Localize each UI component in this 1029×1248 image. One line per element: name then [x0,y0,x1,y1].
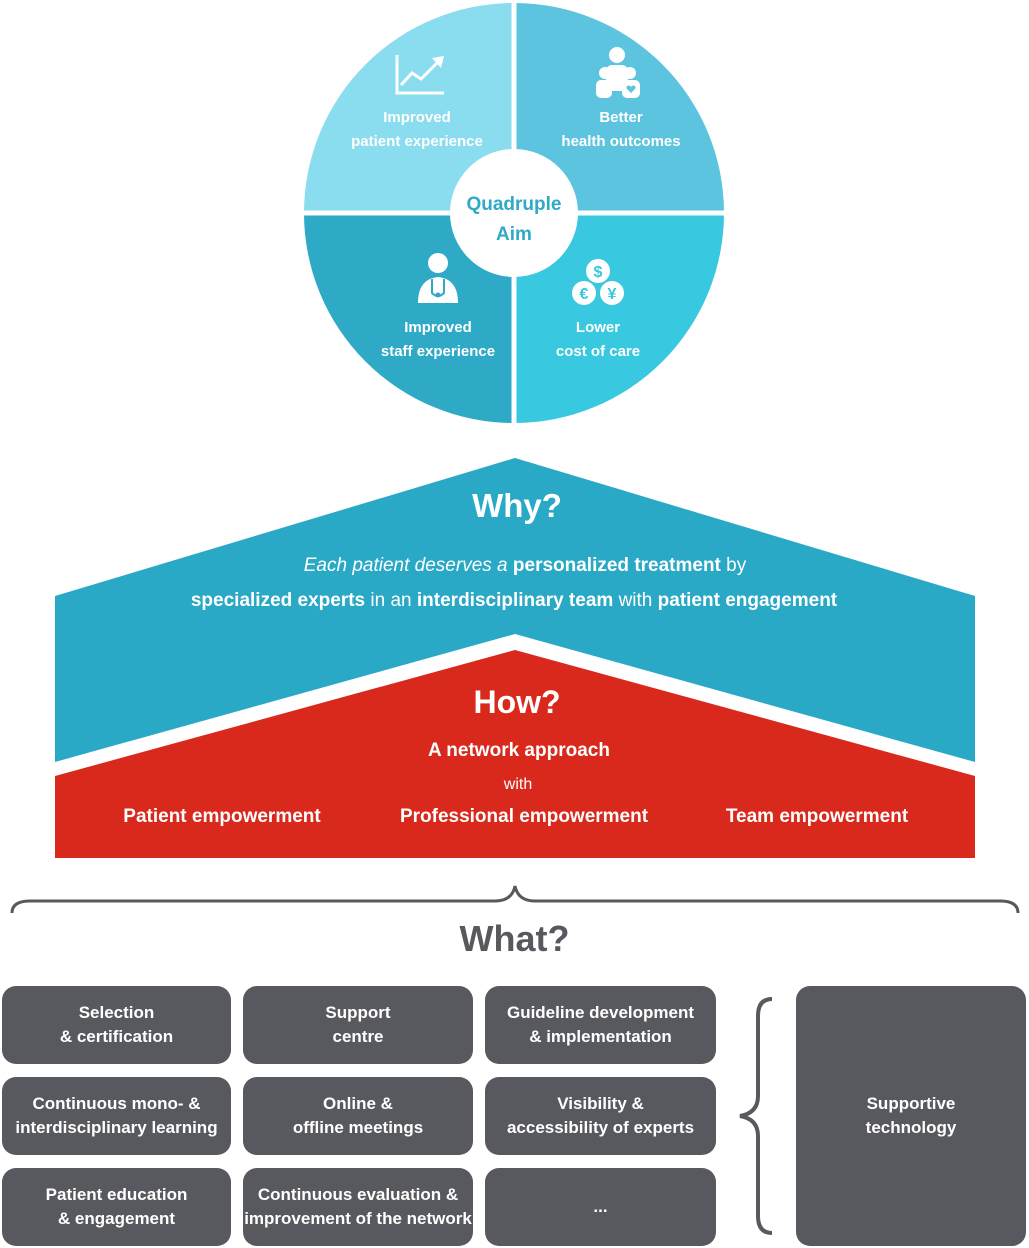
quadrant-tr-line1: Better [599,109,643,126]
why-line2-part3: interdisciplinary team [417,590,613,611]
what-item-line: accessibility of experts [506,1118,695,1137]
what-item-patient-education: Patient education & engagement [2,1168,231,1246]
what-item-line: centre [332,1027,384,1046]
why-line2-part2: in an [365,590,417,611]
pillar-patient-empowerment: Patient empowerment [123,806,321,827]
why-line2-part1: specialized experts [191,590,365,611]
quadrant-br-line2: cost of care [556,343,640,360]
svg-text:¥: ¥ [608,286,617,303]
what-title: What? [459,918,570,959]
what-item-line: offline meetings [292,1118,424,1137]
what-item-line: & engagement [57,1209,176,1228]
what-item-line: interdisciplinary learning [15,1118,218,1137]
rising-chart-icon [395,55,444,95]
supportive-line: technology [865,1118,957,1137]
why-line2-part4: with [613,590,657,611]
what-item-line: Selection [78,1003,155,1022]
what-item-line: improvement of the network [244,1209,472,1228]
family-heart-icon [596,47,640,98]
why-statement-line1: Each patient deserves a personalized tre… [304,555,747,576]
what-item-selection-certification: Selection & certification [2,986,231,1064]
why-line1-part3: by [721,555,747,576]
how-subtitle: A network approach [428,740,610,761]
what-item-line: Support [325,1003,391,1022]
quadrant-bottom-right [514,213,724,423]
vertical-brace [739,997,773,1235]
what-item-guideline-development: Guideline development & implementation [485,986,716,1064]
what-item-support-centre: Support centre [243,986,473,1064]
quadruple-aim-diagram: Quadruple Aim Improved patient experienc… [304,3,724,423]
why-title: Why? [472,487,562,524]
why-line1-part2: personalized treatment [513,555,722,576]
what-item-evaluation: Continuous evaluation & improvement of t… [243,1168,473,1246]
pillar-team-empowerment: Team empowerment [726,806,909,827]
quadrant-bl-line1: Improved [404,319,472,336]
what-item-line: Visibility & [557,1094,644,1113]
quadrant-top-left [304,3,514,213]
center-label-line2: Aim [496,224,532,245]
pillar-professional-empowerment: Professional empowerment [400,806,649,827]
why-how-house: Why? Each patient deserves a personalize… [55,458,975,858]
what-item-line: Continuous evaluation & [257,1185,459,1204]
what-item-more: ... [485,1168,716,1246]
svg-text:€: € [580,286,589,303]
quadrant-bl-line2: staff experience [381,343,495,360]
what-item-meetings: Online & offline meetings [243,1077,473,1155]
quadrant-tl-line2: patient experience [351,133,483,150]
why-line2-part5: patient engagement [658,590,838,611]
supportive-line: Supportive [866,1094,956,1113]
quadrant-tl-line1: Improved [383,109,451,126]
what-item-line: & implementation [529,1027,672,1046]
why-line1-part1: Each patient deserves a [304,555,513,576]
center-label-line1: Quadruple [466,194,561,215]
what-item-line: Guideline development [506,1003,695,1022]
what-item-line: Patient education [45,1185,188,1204]
supportive-technology-box: Supportive technology [796,986,1026,1246]
center-circle [450,149,578,277]
what-item-line: & certification [59,1027,174,1046]
quadrant-top-right [514,3,724,213]
horizontal-brace [10,885,1020,914]
how-roof [55,650,975,858]
what-item-visibility-experts: Visibility & accessibility of experts [485,1077,716,1155]
quadrant-tr-line2: health outcomes [561,133,680,150]
what-item-continuous-learning: Continuous mono- & interdisciplinary lea… [2,1077,231,1155]
how-title: How? [473,684,560,720]
what-item-line: Online & [323,1094,393,1113]
how-connector: with [503,776,532,793]
quadrant-br-line1: Lower [576,319,620,336]
what-item-line: ... [593,1197,608,1216]
doctor-stethoscope-icon [418,253,458,303]
why-statement-line2: specialized experts in an interdisciplin… [191,590,838,611]
svg-text:$: $ [594,264,603,281]
why-roof [55,458,975,762]
currency-coins-icon: $ € ¥ [572,259,624,305]
what-item-line: Continuous mono- & [32,1094,201,1113]
quadrant-bottom-left [304,213,514,423]
